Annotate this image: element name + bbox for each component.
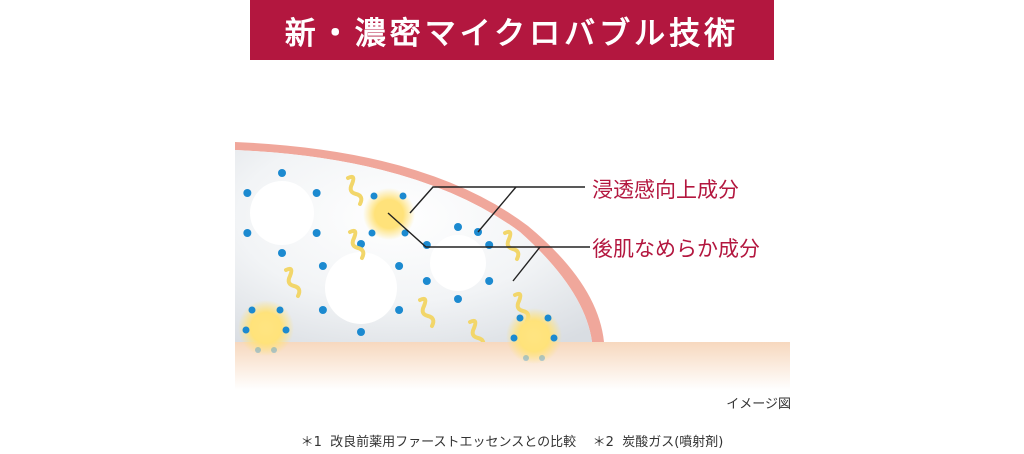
ingredient-dot bbox=[282, 326, 290, 334]
ingredient-dot bbox=[242, 326, 250, 334]
surface-particle bbox=[519, 321, 549, 351]
ingredient-dot-fade bbox=[523, 355, 529, 361]
leader-lines bbox=[387, 186, 590, 282]
ingredient-dot bbox=[357, 240, 365, 248]
micro-bubble bbox=[250, 181, 314, 245]
ingredient-dot bbox=[485, 241, 494, 249]
leader-line-smoothness-b bbox=[512, 246, 541, 282]
ingredient-dot bbox=[422, 277, 431, 285]
surface-glows bbox=[238, 300, 562, 364]
ingredient-dot bbox=[485, 277, 494, 285]
ingredient-dot bbox=[312, 229, 321, 237]
ingredient-dot bbox=[544, 314, 552, 322]
squiggle-particle bbox=[468, 318, 486, 342]
ingredient-dot bbox=[368, 229, 376, 237]
ingredient-dot-fade bbox=[271, 347, 277, 353]
ingredient-dot bbox=[312, 189, 321, 197]
ingredient-dot bbox=[278, 249, 286, 257]
title-text: 新・濃密マイクロバブル技術 bbox=[284, 15, 740, 52]
ingredient-dot-fade bbox=[255, 347, 261, 353]
ingredient-dot bbox=[395, 306, 404, 314]
leader-line-penetration-a bbox=[409, 186, 585, 214]
ingredient-dot bbox=[357, 328, 365, 336]
surface-particle bbox=[251, 313, 281, 343]
ingredient-dot-fade bbox=[539, 355, 545, 361]
bubble-interior bbox=[235, 150, 592, 342]
ingredient-dot bbox=[454, 295, 462, 303]
callout-smoothness: 後肌なめらか成分 bbox=[592, 237, 760, 261]
squiggle-particle bbox=[503, 229, 521, 261]
ingredient-dot bbox=[399, 192, 407, 200]
micro-bubble bbox=[325, 252, 397, 324]
ingredient-dot bbox=[278, 169, 286, 177]
squiggle-particle bbox=[284, 266, 302, 298]
leader-line-smoothness-a bbox=[387, 212, 590, 248]
ingredient-dot bbox=[248, 306, 256, 314]
micro-bubble bbox=[430, 235, 486, 291]
ingredient-dot bbox=[395, 262, 404, 270]
ingredient-dot bbox=[401, 229, 409, 237]
leader-line-penetration-b bbox=[477, 186, 517, 233]
ingredient-dot bbox=[243, 189, 252, 197]
ingredient-dot bbox=[318, 306, 327, 314]
title-banner: 新・濃密マイクロバブル技術 bbox=[250, 0, 774, 60]
footnotes: ＊1 改良前薬用ファーストエッセンスとの比較 ＊2 炭酸ガス(噴射剤) bbox=[300, 435, 724, 450]
ingredient-dot bbox=[454, 223, 462, 231]
ingredient-dot bbox=[510, 334, 518, 342]
ingredient-dot bbox=[276, 306, 284, 314]
image-note: イメージ図 bbox=[726, 397, 791, 412]
ingredient-dot bbox=[516, 314, 524, 322]
callout-penetration: 浸透感向上成分 bbox=[592, 178, 739, 202]
squiggle-particle bbox=[348, 228, 366, 260]
ingredient-dot bbox=[550, 334, 558, 342]
squiggle-particle bbox=[346, 174, 364, 206]
ingredient-dot bbox=[370, 192, 378, 200]
ingredient-dot bbox=[243, 229, 252, 237]
ingredient-dot bbox=[318, 262, 327, 270]
squiggle-particle bbox=[418, 296, 436, 328]
bubble-contents bbox=[243, 169, 531, 342]
